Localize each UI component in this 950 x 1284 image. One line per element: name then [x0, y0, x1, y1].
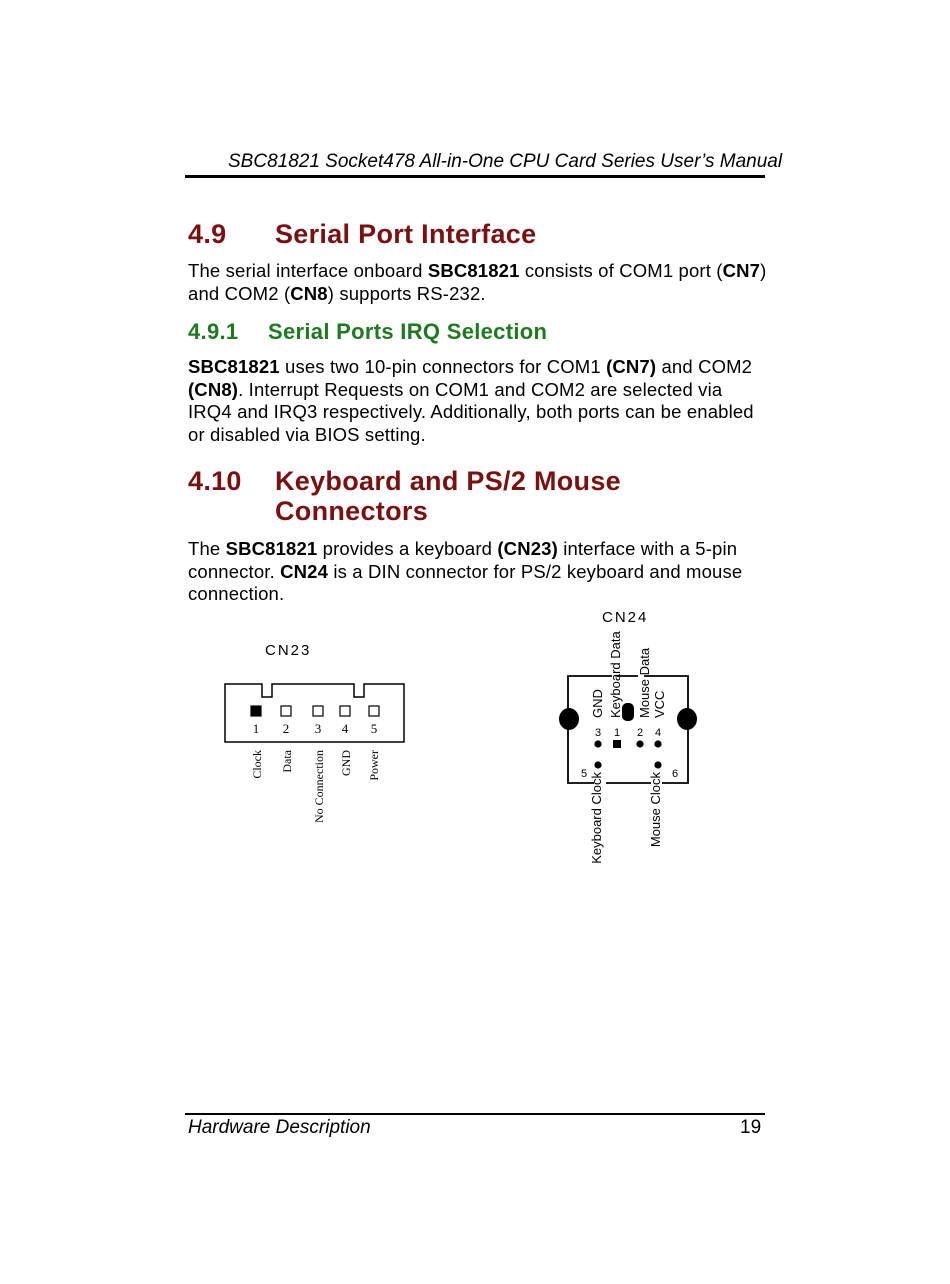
header-rule — [185, 175, 765, 178]
text-run: The — [188, 538, 226, 559]
cn24-mount-right — [677, 708, 697, 730]
bold-run: CN24 — [280, 560, 329, 582]
cn23-signal-label: No Connection — [312, 750, 326, 823]
section-title-line2: Connectors — [275, 496, 429, 526]
cn23-diagram: CN23 1 2 3 4 5 Clock Data No Connection … — [224, 642, 405, 823]
bold-run: (CN23) — [497, 538, 558, 559]
footer-section-name: Hardware Description — [188, 1117, 371, 1138]
cn23-signal-label: GND — [339, 750, 353, 776]
bold-run: SBC81821 — [225, 538, 318, 559]
cn24-pin-number: 6 — [672, 768, 678, 780]
cn24-pin-number: 1 — [614, 727, 620, 739]
cn24-signal-label: Mouse Data — [637, 647, 652, 718]
section-number: 4.9.1 — [188, 319, 239, 344]
cn23-label: CN23 — [265, 642, 311, 659]
cn23-pin-number: 4 — [342, 721, 349, 736]
section-number: 4.9 — [188, 219, 227, 249]
cn24-pin-4 — [654, 740, 662, 748]
cn23-housing — [224, 683, 405, 743]
bold-run: (CN8) — [188, 378, 239, 400]
text-run: uses two 10-pin connectors for COM1 — [279, 356, 607, 377]
keyboard-connectors-paragraph: The SBC81821 provides a keyboard (CN23) … — [188, 538, 768, 606]
cn24-housing-right — [644, 675, 689, 784]
running-header: SBC81821 Socket478 All-in-One CPU Card S… — [228, 151, 783, 172]
cn23-signal-label: Data — [280, 749, 294, 772]
cn24-signal-label: VCC — [652, 691, 667, 718]
irq-selection-paragraph: SBC81821 uses two 10-pin connectors for … — [188, 356, 768, 446]
cn24-pin-1 — [613, 740, 621, 748]
text-run: The serial interface onboard — [188, 260, 428, 281]
cn24-housing-left — [567, 675, 612, 784]
cn24-pin-number: 2 — [637, 727, 643, 739]
cn24-diagram: CN24 3 1 2 4 5 6 GND Keyboard Data — [559, 609, 697, 864]
section-title-line1: Keyboard and PS/2 Mouse — [275, 466, 621, 496]
cn23-signal-label: Clock — [250, 750, 264, 779]
cn24-pin-number: 5 — [581, 768, 587, 780]
bold-run: CN7 — [722, 260, 761, 281]
cn24-pin-number: 3 — [595, 727, 601, 739]
cn24-signal-label: Keyboard Data — [608, 631, 623, 718]
serial-interface-paragraph: The serial interface onboard SBC81821 co… — [188, 260, 768, 305]
text-run: is a DIN connector for PS/2 keyboard and… — [188, 560, 743, 605]
text-run: and COM2 — [656, 356, 753, 377]
cn24-label: CN24 — [602, 609, 648, 626]
cn23-pin-number: 1 — [253, 721, 260, 736]
bold-run: CN8 — [290, 282, 328, 304]
cn24-pin-3 — [594, 740, 602, 748]
cn23-pin-3 — [312, 705, 324, 717]
page-number: 19 — [740, 1117, 762, 1138]
bold-run: (CN7) — [606, 356, 657, 377]
text-run: interface with a 5-pin connector. — [188, 538, 738, 582]
text-run: consists of COM1 port ( — [519, 260, 723, 281]
cn24-signal-label: Mouse Clock — [648, 772, 663, 848]
footer-rule — [185, 1113, 765, 1115]
bold-run: SBC81821 — [188, 356, 280, 377]
cn23-signal-label: Power — [367, 750, 381, 781]
text-run: . Interrupt Requests on COM1 and COM2 ar… — [188, 378, 754, 445]
cn23-pin-2 — [280, 705, 292, 717]
cn24-signal-label: Keyboard Clock — [589, 772, 604, 864]
cn24-mount-left — [559, 708, 579, 730]
cn24-pin-2 — [636, 740, 644, 748]
bold-run: SBC81821 — [427, 260, 520, 281]
section-number: 4.10 — [188, 466, 242, 496]
text-run: ) and COM2 ( — [188, 260, 767, 304]
cn23-pin-number: 2 — [283, 721, 290, 736]
cn24-signal-label: GND — [590, 689, 605, 718]
section-title: Serial Ports IRQ Selection — [268, 319, 548, 344]
cn24-pin-6 — [654, 761, 662, 769]
cn23-pin-number: 5 — [371, 721, 378, 736]
text-run: ) supports RS-232. — [327, 282, 486, 304]
text-run: provides a keyboard — [317, 538, 498, 559]
cn23-pin-5 — [368, 705, 380, 717]
cn23-pin-4 — [339, 705, 351, 717]
cn23-pin-number: 3 — [315, 721, 322, 736]
cn24-pin-5 — [594, 761, 602, 769]
section-title: Serial Port Interface — [275, 219, 537, 249]
cn23-pin-1 — [250, 705, 262, 717]
cn24-key — [622, 703, 634, 721]
cn24-pin-number: 4 — [655, 727, 661, 739]
